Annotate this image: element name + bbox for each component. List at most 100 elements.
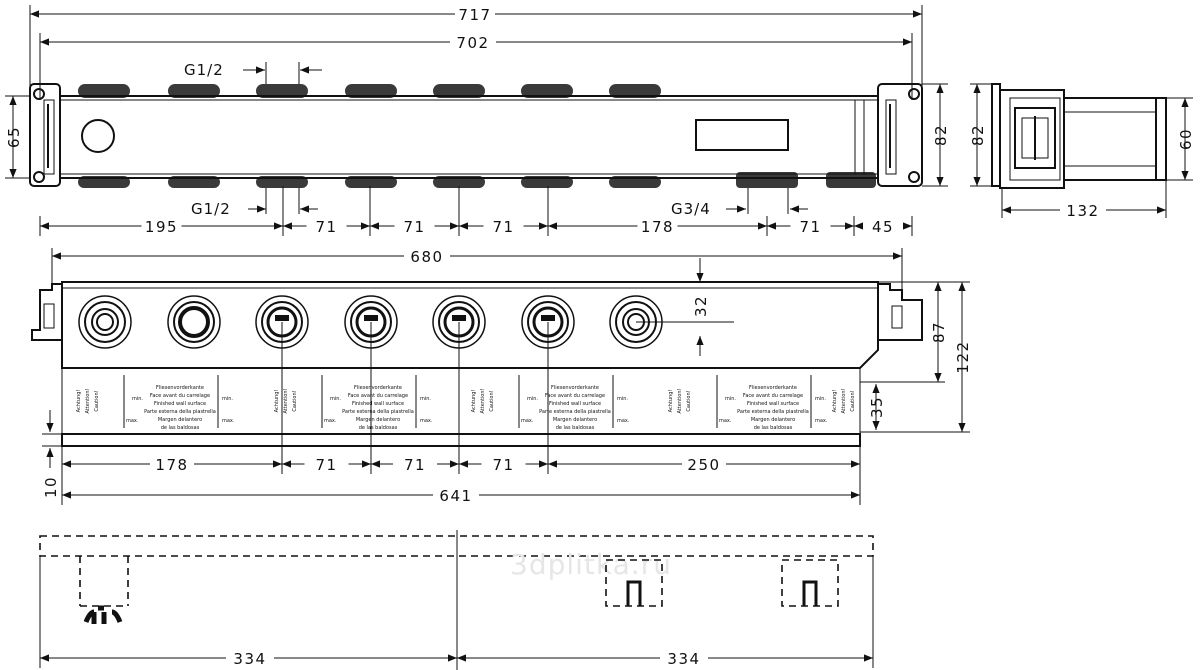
svg-text:Caution!: Caution! [489, 390, 495, 411]
front-housing [61, 281, 879, 369]
top-dim-label: 71 [403, 218, 425, 236]
front-view: 680 32 87 122 35 FliesenvorderkanteFace … [31, 246, 972, 505]
dim-35-label: 35 [868, 396, 886, 418]
caution-label-vertical: Achtung!Attention!Caution! [76, 388, 100, 413]
svg-text:de las baldosas: de las baldosas [556, 425, 595, 431]
dim-122-label: 122 [954, 340, 972, 373]
svg-text:Margen delantero: Margen delantero [751, 417, 795, 423]
svg-text:Margen delantero: Margen delantero [553, 417, 597, 423]
svg-text:max.: max. [815, 418, 828, 424]
front-dim-label: 71 [404, 456, 426, 474]
svg-text:Attention!: Attention! [85, 388, 91, 413]
svg-text:Margen delantero: Margen delantero [158, 417, 202, 423]
svg-text:max.: max. [324, 418, 337, 424]
svg-text:Fliesenvorderkante: Fliesenvorderkante [551, 385, 599, 391]
svg-text:Caution!: Caution! [686, 390, 692, 411]
top-view: 717 702 G1/2 [5, 3, 950, 236]
svg-text:Fliesenvorderkante: Fliesenvorderkante [156, 385, 204, 391]
svg-text:Achtung!: Achtung! [832, 390, 838, 413]
svg-text:min.: min. [617, 396, 628, 402]
svg-text:Finished wall surface: Finished wall surface [352, 401, 404, 407]
svg-text:Caution!: Caution! [94, 390, 100, 411]
front-dim-label: 250 [687, 456, 720, 474]
svg-text:Fliesenvorderkante: Fliesenvorderkante [749, 385, 797, 391]
svg-text:Parte esterna della piastrella: Parte esterna della piastrella [737, 409, 809, 415]
caution-label-vertical: Achtung!Attention!Caution! [832, 388, 856, 413]
svg-text:Attention!: Attention! [480, 388, 486, 413]
svg-text:min.: min. [527, 396, 538, 402]
svg-text:de las baldosas: de las baldosas [754, 425, 793, 431]
bottom-334-right-label: 334 [667, 650, 700, 668]
top-dim-label: 71 [315, 218, 337, 236]
side-view: 82 60 132 [969, 83, 1195, 220]
svg-text:min.: min. [330, 396, 341, 402]
dim-641-label: 641 [439, 487, 472, 505]
svg-text:max.: max. [126, 418, 139, 424]
dim-65-label: 65 [5, 126, 23, 148]
top-dim-label: 195 [145, 218, 178, 236]
valve-outlet [255, 295, 309, 470]
side-82-label: 82 [969, 124, 987, 146]
watermark: 3dplitka.ru [510, 548, 672, 581]
valve-outlet [78, 295, 132, 349]
svg-text:Achtung!: Achtung! [471, 390, 477, 413]
svg-text:Achtung!: Achtung! [274, 390, 280, 413]
side-60-label: 60 [1177, 128, 1195, 150]
top-display-window [695, 119, 789, 151]
svg-text:min.: min. [420, 396, 431, 402]
right-bracket [877, 83, 923, 187]
dim-32-label: 32 [692, 295, 710, 317]
caution-label-vertical: Achtung!Attention!Caution! [471, 388, 495, 413]
svg-text:max.: max. [719, 418, 732, 424]
valve-outlet [344, 295, 398, 470]
g12-bottom-label: G1/2 [191, 200, 231, 218]
bottom-left-clip [83, 605, 123, 624]
svg-text:Parte esterna della piastrella: Parte esterna della piastrella [539, 409, 611, 415]
svg-text:min.: min. [815, 396, 826, 402]
svg-text:Face avant du carrelage: Face avant du carrelage [150, 393, 210, 399]
svg-text:de las baldosas: de las baldosas [359, 425, 398, 431]
svg-text:Margen delantero: Margen delantero [356, 417, 400, 423]
caution-label-vertical: Achtung!Attention!Caution! [668, 388, 692, 413]
dim-10-label: 10 [42, 476, 60, 498]
svg-text:min.: min. [725, 396, 736, 402]
dim-87-label: 87 [930, 321, 948, 343]
front-valves [78, 295, 663, 470]
top-dim-label: 178 [641, 218, 674, 236]
left-bracket [29, 83, 61, 187]
bottom-outline [39, 535, 874, 557]
bottom-334-left-label: 334 [233, 650, 266, 668]
top-dim-label: 45 [872, 218, 894, 236]
valve-outlet [167, 295, 221, 349]
front-dim-label: 71 [315, 456, 337, 474]
svg-text:Face avant du carrelage: Face avant du carrelage [743, 393, 803, 399]
valve-outlet [432, 295, 486, 470]
svg-text:Achtung!: Achtung! [668, 390, 674, 413]
svg-text:min.: min. [132, 396, 143, 402]
dim-717-label: 717 [458, 6, 491, 24]
svg-text:max.: max. [222, 418, 235, 424]
svg-text:Achtung!: Achtung! [76, 390, 82, 413]
svg-text:Attention!: Attention! [841, 388, 847, 413]
caution-label-vertical: Achtung!Attention!Caution! [274, 388, 298, 413]
front-dim-label: 178 [155, 456, 188, 474]
svg-text:Finished wall surface: Finished wall surface [747, 401, 799, 407]
svg-text:max.: max. [521, 418, 534, 424]
svg-text:Finished wall surface: Finished wall surface [549, 401, 601, 407]
svg-text:Parte esterna della piastrella: Parte esterna della piastrella [144, 409, 216, 415]
svg-text:Caution!: Caution! [850, 390, 856, 411]
top-body [59, 95, 879, 179]
g34-label: G3/4 [671, 200, 711, 218]
svg-text:max.: max. [420, 418, 433, 424]
top-dim-label: 71 [492, 218, 514, 236]
dim-702-label: 702 [456, 34, 489, 52]
svg-text:Face avant du carrelage: Face avant du carrelage [545, 393, 605, 399]
svg-text:Face avant du carrelage: Face avant du carrelage [348, 393, 408, 399]
